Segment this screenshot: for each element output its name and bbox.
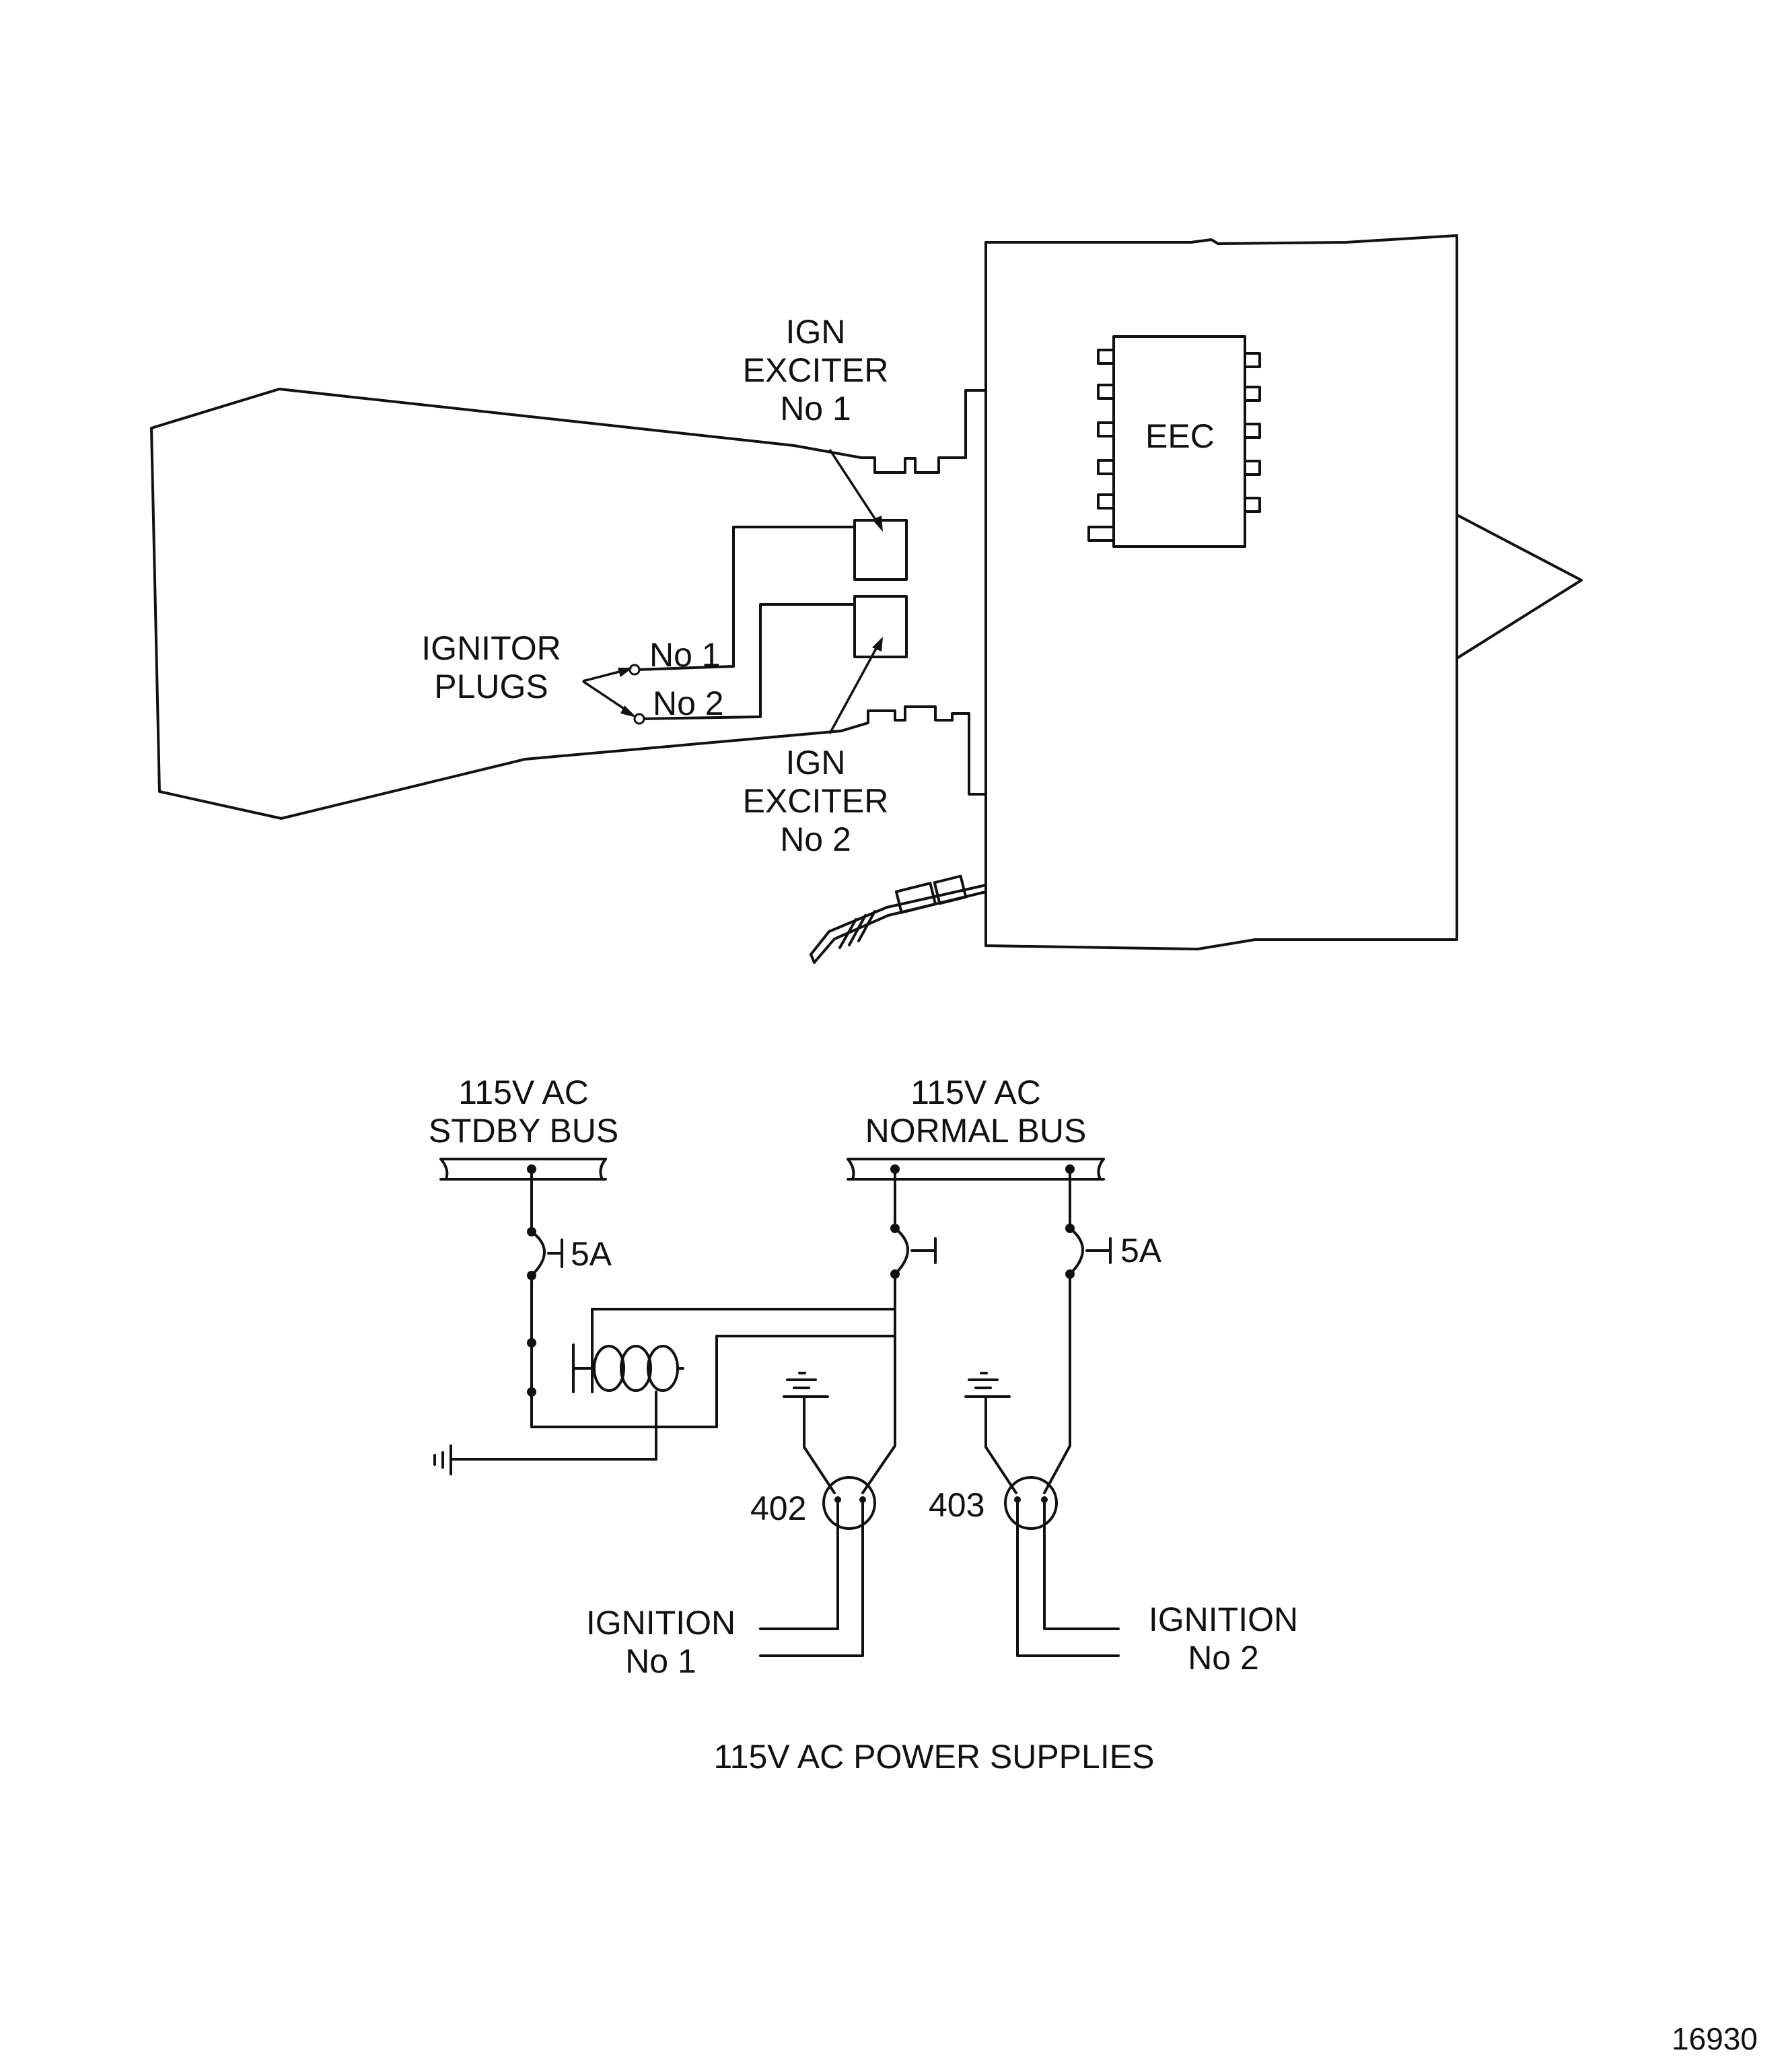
svg-text:No 1: No 1: [780, 390, 851, 427]
svg-text:EXCITER: EXCITER: [743, 782, 889, 820]
svg-text:PLUGS: PLUGS: [434, 668, 548, 705]
svg-text:No 2: No 2: [1188, 1639, 1259, 1677]
svg-text:EXCITER: EXCITER: [743, 351, 889, 389]
spinner: [1456, 514, 1583, 660]
ground-symbol-coil: [433, 1444, 472, 1475]
upper-flange: [860, 389, 987, 474]
ground-symbol-402: [783, 1372, 836, 1494]
ignitor-plug-1: [629, 664, 641, 676]
circuit-breaker-normal-2: [1069, 1227, 1112, 1275]
ignition-2-label: IGNITION No 2: [1149, 1601, 1298, 1677]
svg-text:NORMAL BUS: NORMAL BUS: [865, 1112, 1087, 1150]
ignition-1-label: IGNITION No 1: [586, 1604, 736, 1680]
plug-2-label: No 2: [653, 685, 724, 722]
power-circuit: 115V AC STDBY BUS 115V AC NORMAL BUS 5A …: [429, 1074, 1298, 1680]
normal-bus-label: 115V AC NORMAL BUS: [865, 1074, 1087, 1150]
stdby-bus-bar: [439, 1158, 607, 1181]
stdby-bus-label: 115V AC STDBY BUS: [429, 1074, 619, 1150]
breaker-stdby-rating: 5A: [571, 1235, 612, 1273]
svg-text:IGNITION: IGNITION: [586, 1604, 736, 1642]
svg-text:STDBY BUS: STDBY BUS: [429, 1112, 619, 1150]
junction-dots: [527, 1164, 1075, 1397]
lead-exciter-2: [638, 603, 856, 720]
eec-label: EEC: [1145, 417, 1215, 455]
normal-bus-bar: [847, 1158, 1105, 1181]
svg-text:IGNITOR: IGNITOR: [421, 629, 561, 667]
connector-403: [1004, 1444, 1120, 1657]
svg-text:115V AC: 115V AC: [458, 1074, 589, 1111]
svg-text:No 1: No 1: [625, 1642, 696, 1680]
relay-coil: [470, 1343, 684, 1461]
connector-402-label: 402: [750, 1490, 806, 1527]
svg-text:115V AC: 115V AC: [910, 1074, 1041, 1111]
engine-drawing: EEC IGN EXCITER: [150, 234, 1583, 964]
ground-symbol-403: [964, 1372, 1017, 1494]
eec-unit: EEC: [1087, 335, 1261, 548]
figure-number: 16930: [1672, 2021, 1758, 2056]
fuel-fitting: [810, 874, 987, 964]
svg-text:IGNITION: IGNITION: [1149, 1601, 1298, 1638]
engine-core-outline: [150, 388, 863, 820]
figure-caption: 115V AC POWER SUPPLIES: [714, 1738, 1155, 1776]
ign-exciter-2-label: IGN EXCITER No 2: [743, 744, 889, 858]
fan-case-outline: [984, 234, 1458, 950]
ign-exciter-1-label: IGN EXCITER No 1: [743, 313, 889, 427]
eec-box: [1112, 335, 1246, 548]
plug-1-label: No 1: [649, 636, 721, 674]
circuit-breaker-normal-1: [894, 1227, 937, 1275]
connector-403-label: 403: [929, 1486, 984, 1524]
ign-exciter-1-box: [853, 519, 908, 581]
breaker-normal-2-rating: 5A: [1120, 1232, 1162, 1269]
svg-text:No 2: No 2: [780, 820, 851, 858]
svg-text:IGN: IGN: [786, 313, 846, 351]
svg-text:IGN: IGN: [786, 744, 846, 781]
ignitor-plug-2: [633, 713, 645, 725]
ignitor-plugs-label: IGNITOR PLUGS: [421, 629, 561, 705]
lead-exciter-1: [635, 526, 856, 671]
lower-flange: [840, 705, 987, 796]
connector-402: [759, 1444, 896, 1657]
ign-exciter-2-box: [853, 595, 908, 658]
circuit-breaker-stdby: [530, 1230, 563, 1277]
